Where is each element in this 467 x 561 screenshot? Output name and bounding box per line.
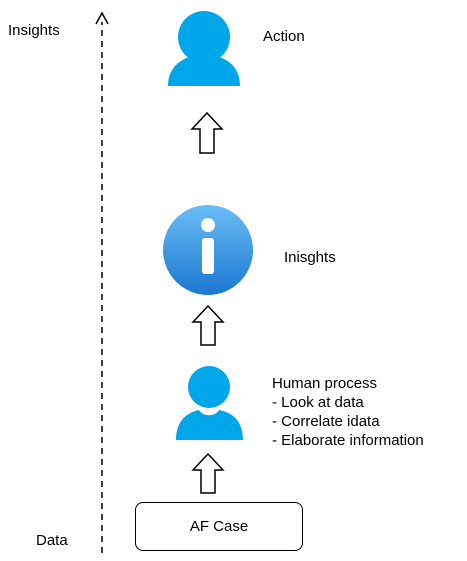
af-case-box: AF Case bbox=[135, 502, 303, 551]
axis-top-label: Insights bbox=[8, 22, 60, 39]
af-case-label: AF Case bbox=[189, 518, 249, 535]
top-person-icon bbox=[168, 11, 240, 86]
process-step: - Correlate idata bbox=[272, 413, 380, 430]
info-icon bbox=[163, 205, 253, 295]
process-step: - Elaborate information bbox=[272, 432, 424, 449]
process-step: - Look at data bbox=[272, 394, 364, 411]
up-arrow-icon-1 bbox=[190, 111, 224, 154]
middle-person-icon bbox=[176, 366, 243, 440]
human-process-text: Human process - Look at data - Correlate… bbox=[272, 374, 424, 450]
axis-arrowhead-icon bbox=[95, 11, 109, 25]
up-arrow-icon-3 bbox=[191, 452, 225, 494]
up-arrow-icon-2 bbox=[191, 304, 225, 346]
vertical-axis bbox=[95, 11, 109, 553]
action-label: Action bbox=[263, 28, 305, 45]
process-title: Human process bbox=[272, 375, 378, 392]
axis-bottom-label: Data bbox=[36, 532, 68, 549]
insights-label: Inisghts bbox=[284, 249, 336, 266]
